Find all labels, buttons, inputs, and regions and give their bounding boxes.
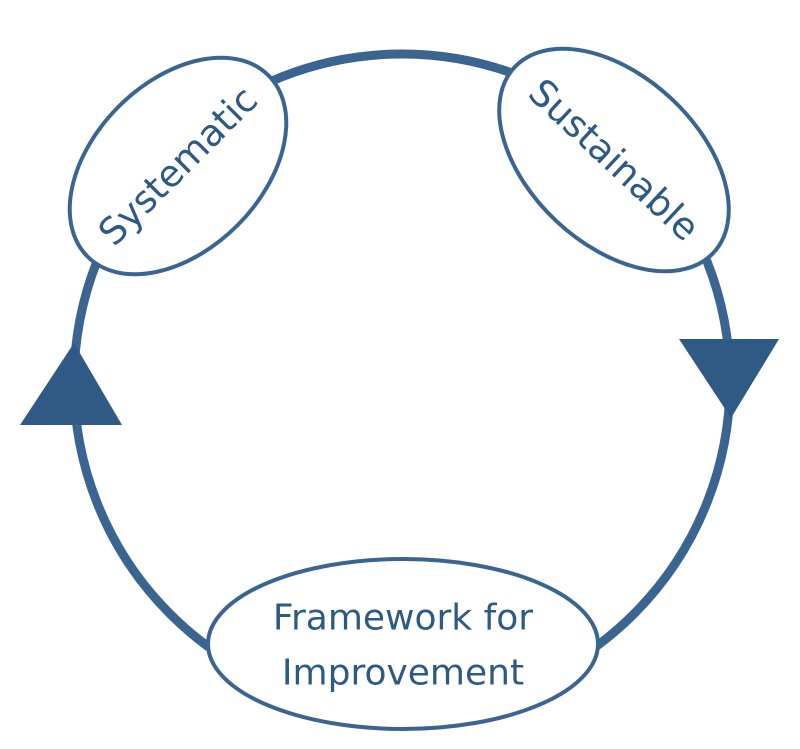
node-sustainable: Sustainable (497, 46, 731, 274)
node-systematic-ellipse (67, 55, 289, 277)
down-arrow-icon (679, 339, 779, 418)
node-systematic: Systematic (67, 55, 289, 277)
node-framework-ellipse (206, 557, 600, 731)
node-framework: Framework for Improvement (206, 557, 600, 731)
node-framework-label-line1: Framework for (273, 598, 533, 639)
node-framework-label-line2: Improvement (282, 653, 524, 694)
node-sustainable-ellipse (497, 46, 731, 274)
up-arrow-icon (20, 343, 122, 425)
